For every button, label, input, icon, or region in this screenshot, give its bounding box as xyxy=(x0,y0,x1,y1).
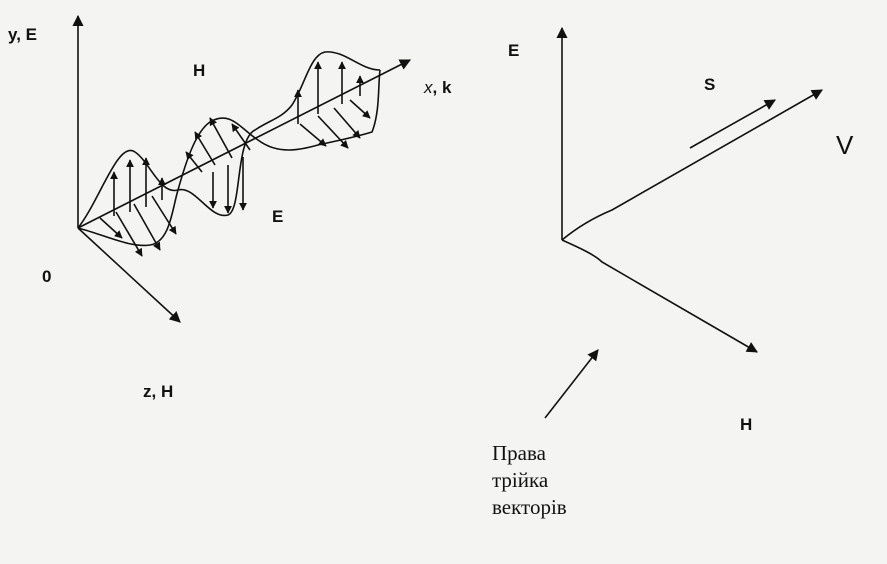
e-field-arrows xyxy=(110,61,364,216)
v-vector-label: V xyxy=(836,130,854,160)
x-axis-label-x: x xyxy=(424,78,433,97)
x-axis-label-k: , k xyxy=(432,78,452,97)
caption-line-1: Права xyxy=(492,441,546,465)
caption-line-2: трійка xyxy=(492,468,549,492)
x-axis xyxy=(77,59,411,229)
origin-label: 0 xyxy=(42,267,52,286)
h-vector xyxy=(561,239,758,353)
s-vector-label: S xyxy=(704,75,716,94)
h-wave-curve xyxy=(77,69,381,247)
z-axis-label: z, H xyxy=(143,382,174,401)
h-field-arrows xyxy=(99,99,371,257)
left-diagram xyxy=(72,14,411,323)
wave-e-label: E xyxy=(272,207,284,226)
right-diagram xyxy=(544,26,823,419)
h-vector-label: H xyxy=(740,415,753,434)
e-vector-label: E xyxy=(508,41,520,60)
caption: Права трійка векторів xyxy=(492,440,567,521)
caption-pointer-arrow xyxy=(544,349,599,419)
x-axis-label: x, k xyxy=(424,79,451,96)
v-vector xyxy=(561,89,823,241)
s-vector xyxy=(689,99,776,149)
y-axis-label: y, E xyxy=(8,25,37,44)
z-axis xyxy=(77,227,181,323)
caption-line-3: векторів xyxy=(492,495,567,519)
wave-h-label: H xyxy=(193,61,206,80)
e-wave-curve xyxy=(77,51,381,229)
